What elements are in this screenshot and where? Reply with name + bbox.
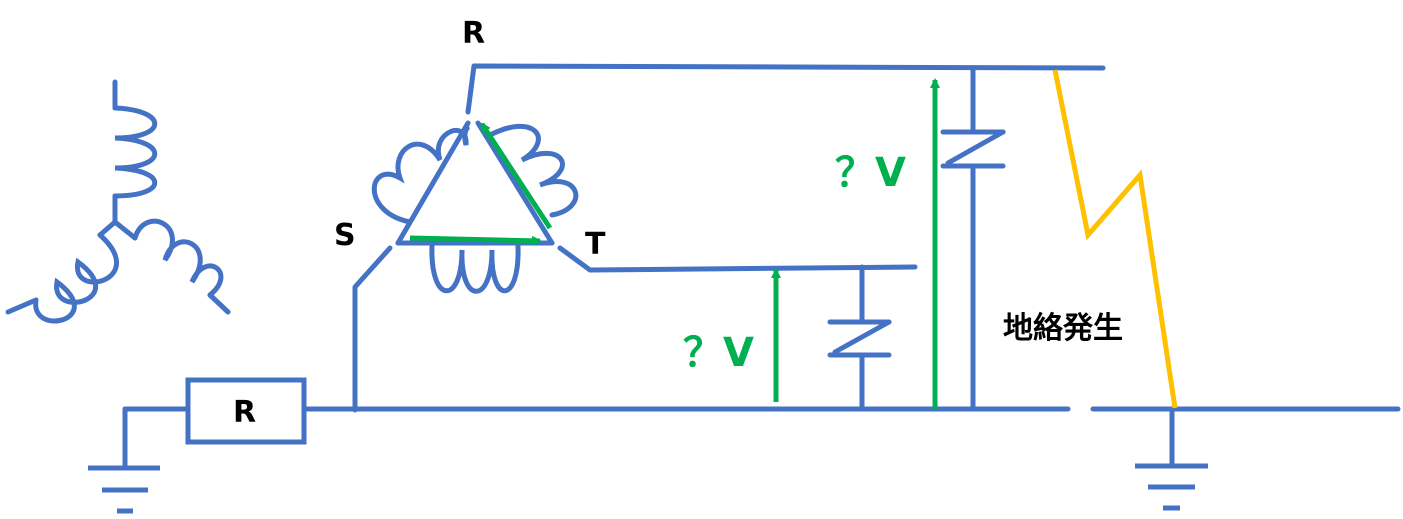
s-phase-line [352, 245, 393, 413]
label-phase-s: S [334, 218, 356, 253]
capacitor-t-phase [827, 264, 892, 412]
capacitor-r-phase [940, 65, 1006, 412]
arrow-delta-right [479, 122, 553, 230]
star-transformer [5, 79, 231, 324]
voltage-arrows [409, 78, 940, 410]
delta-coil-sr [371, 125, 470, 225]
arrow-delta-bottom [409, 235, 542, 246]
star-coil-top [112, 105, 158, 199]
ground-fault-line [1052, 69, 1178, 409]
label-resistor: R [233, 395, 256, 430]
label-ground-fault: 地絡発生 [1003, 311, 1123, 346]
delta-coil-st [429, 243, 521, 294]
label-voltage-r: ？V [835, 150, 906, 196]
label-phase-t: T [585, 227, 606, 262]
ground-symbol-left [88, 465, 160, 514]
star-coil-left [33, 232, 119, 324]
delta-transformer [371, 120, 579, 294]
label-voltage-t: ？V [683, 330, 754, 376]
delta-coil-rt [487, 123, 579, 218]
label-phase-r: R [462, 16, 485, 51]
wiring [122, 63, 1401, 469]
t-phase-line [557, 245, 918, 273]
r-phase-line [465, 63, 1106, 115]
star-coil-right [132, 218, 224, 298]
resistor-box [185, 377, 307, 445]
ground-symbol-right [1135, 409, 1208, 511]
